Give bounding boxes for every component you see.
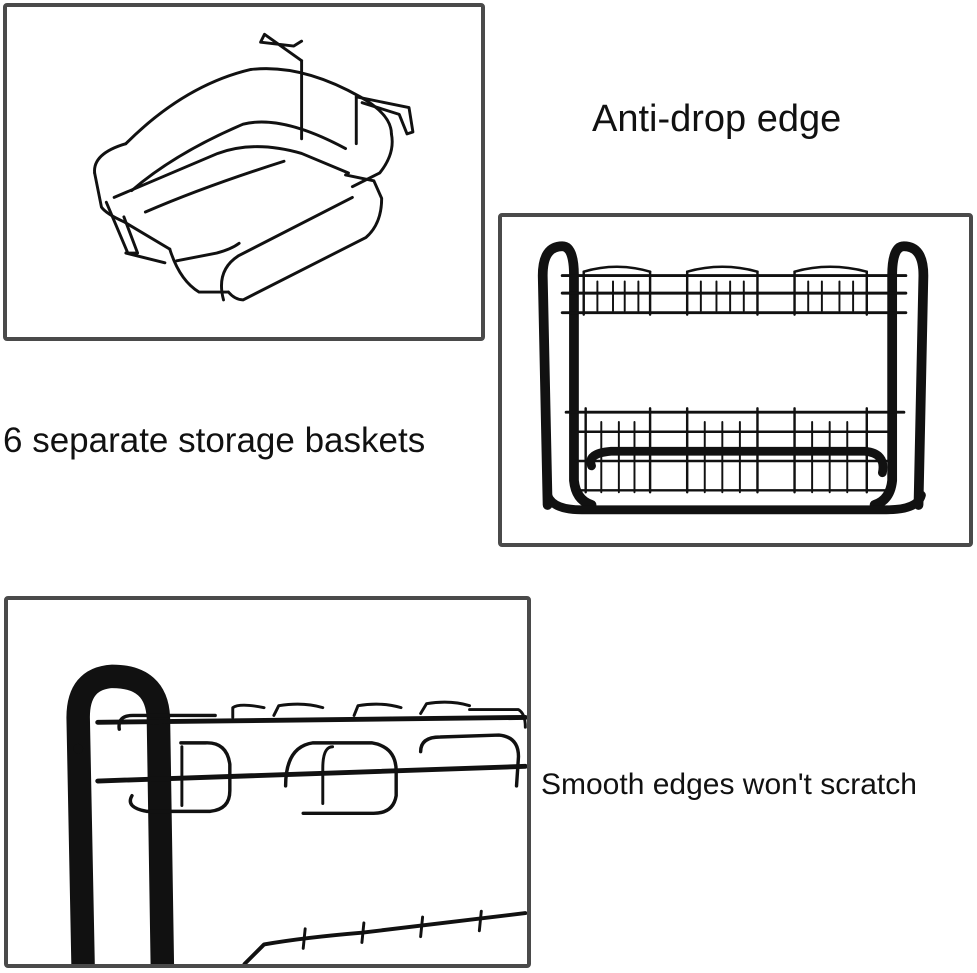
anti-drop-caption: Anti-drop edge [592, 98, 842, 140]
wire-basket-illustration [93, 32, 415, 302]
smooth-edges-caption: Smooth edges won't scratch [541, 768, 917, 801]
two-tier-rack-illustration [537, 241, 929, 515]
edge-closeup-panel [4, 596, 531, 968]
baskets-caption: 6 separate storage baskets [3, 421, 426, 460]
rack-overview-panel [498, 213, 973, 547]
basket-detail-panel [3, 3, 485, 341]
smooth-edge-closeup-illustration [66, 664, 527, 964]
